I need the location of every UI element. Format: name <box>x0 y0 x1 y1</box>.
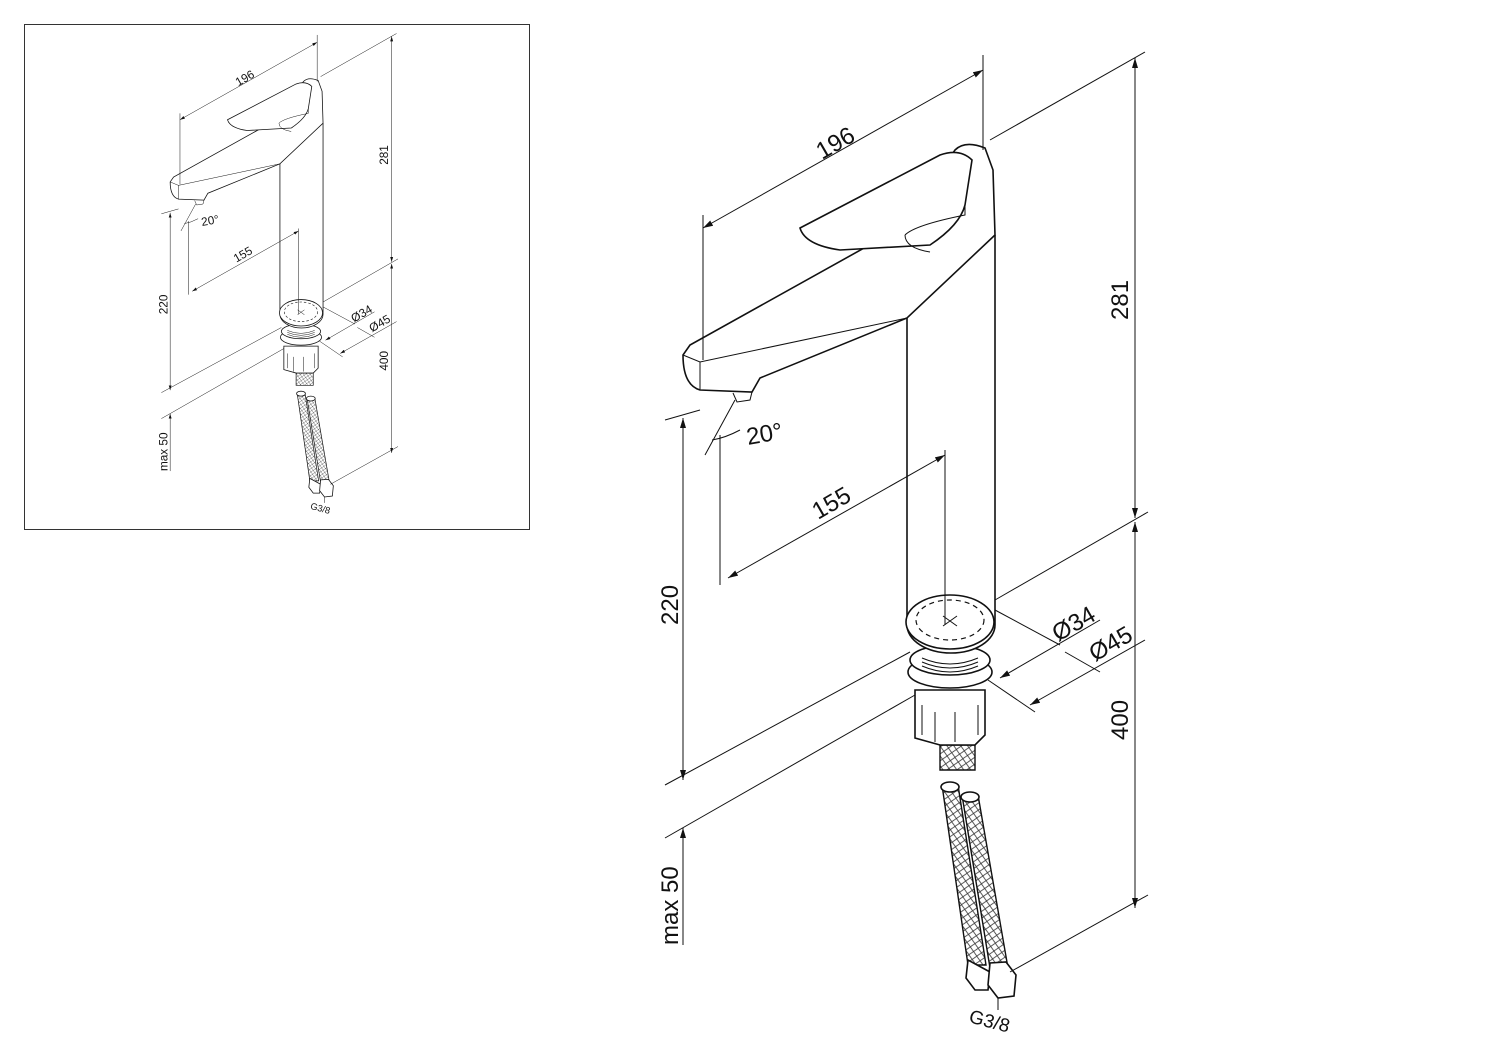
dim-281: 281 <box>1107 280 1134 320</box>
dim-196: 196 <box>812 122 860 165</box>
thumbnail-drawing: 196 281 400 220 max 50 155 20° Ø34 Ø45 G… <box>158 33 399 516</box>
base-ellipse <box>905 594 995 650</box>
dim-400: 400 <box>1107 700 1134 740</box>
dim-220: 220 <box>657 585 684 625</box>
base-dashed-circle <box>915 599 985 641</box>
dim-281: 281 <box>378 145 391 165</box>
hose-nut <box>308 477 322 494</box>
dimension-lines <box>664 51 1149 973</box>
mounting-nut <box>283 345 319 374</box>
dim-thread-g38: G3/8 <box>309 501 331 516</box>
dim-thread-g38: G3/8 <box>967 1007 1012 1038</box>
hoses <box>939 744 1017 1010</box>
aerator <box>732 391 753 403</box>
main-drawing: 196 281 400 220 max 50 155 20° Ø34 Ø45 G… <box>657 51 1149 1038</box>
hose-nut <box>965 958 991 991</box>
thumbnail-frame <box>24 24 530 530</box>
faucet <box>169 78 334 503</box>
dim-max-50: max 50 <box>657 866 684 945</box>
dim-155: 155 <box>231 244 255 265</box>
dim-angle-20: 20° <box>200 213 220 229</box>
mounting-nut <box>914 689 986 746</box>
dim-155: 155 <box>808 482 856 525</box>
dim-max-50: max 50 <box>158 432 171 471</box>
dim-angle-20: 20° <box>744 418 784 451</box>
faucet <box>682 143 1017 1010</box>
dim-220: 220 <box>158 294 171 314</box>
hose-nut <box>987 961 1017 999</box>
aerator <box>194 200 205 206</box>
dimension-lines <box>161 33 399 485</box>
base-dashed-circle <box>284 301 318 322</box>
hose-nut <box>319 478 334 498</box>
base-ellipse <box>279 299 323 327</box>
dim-400: 400 <box>378 351 391 371</box>
dim-196: 196 <box>233 68 257 89</box>
hoses <box>295 372 334 503</box>
